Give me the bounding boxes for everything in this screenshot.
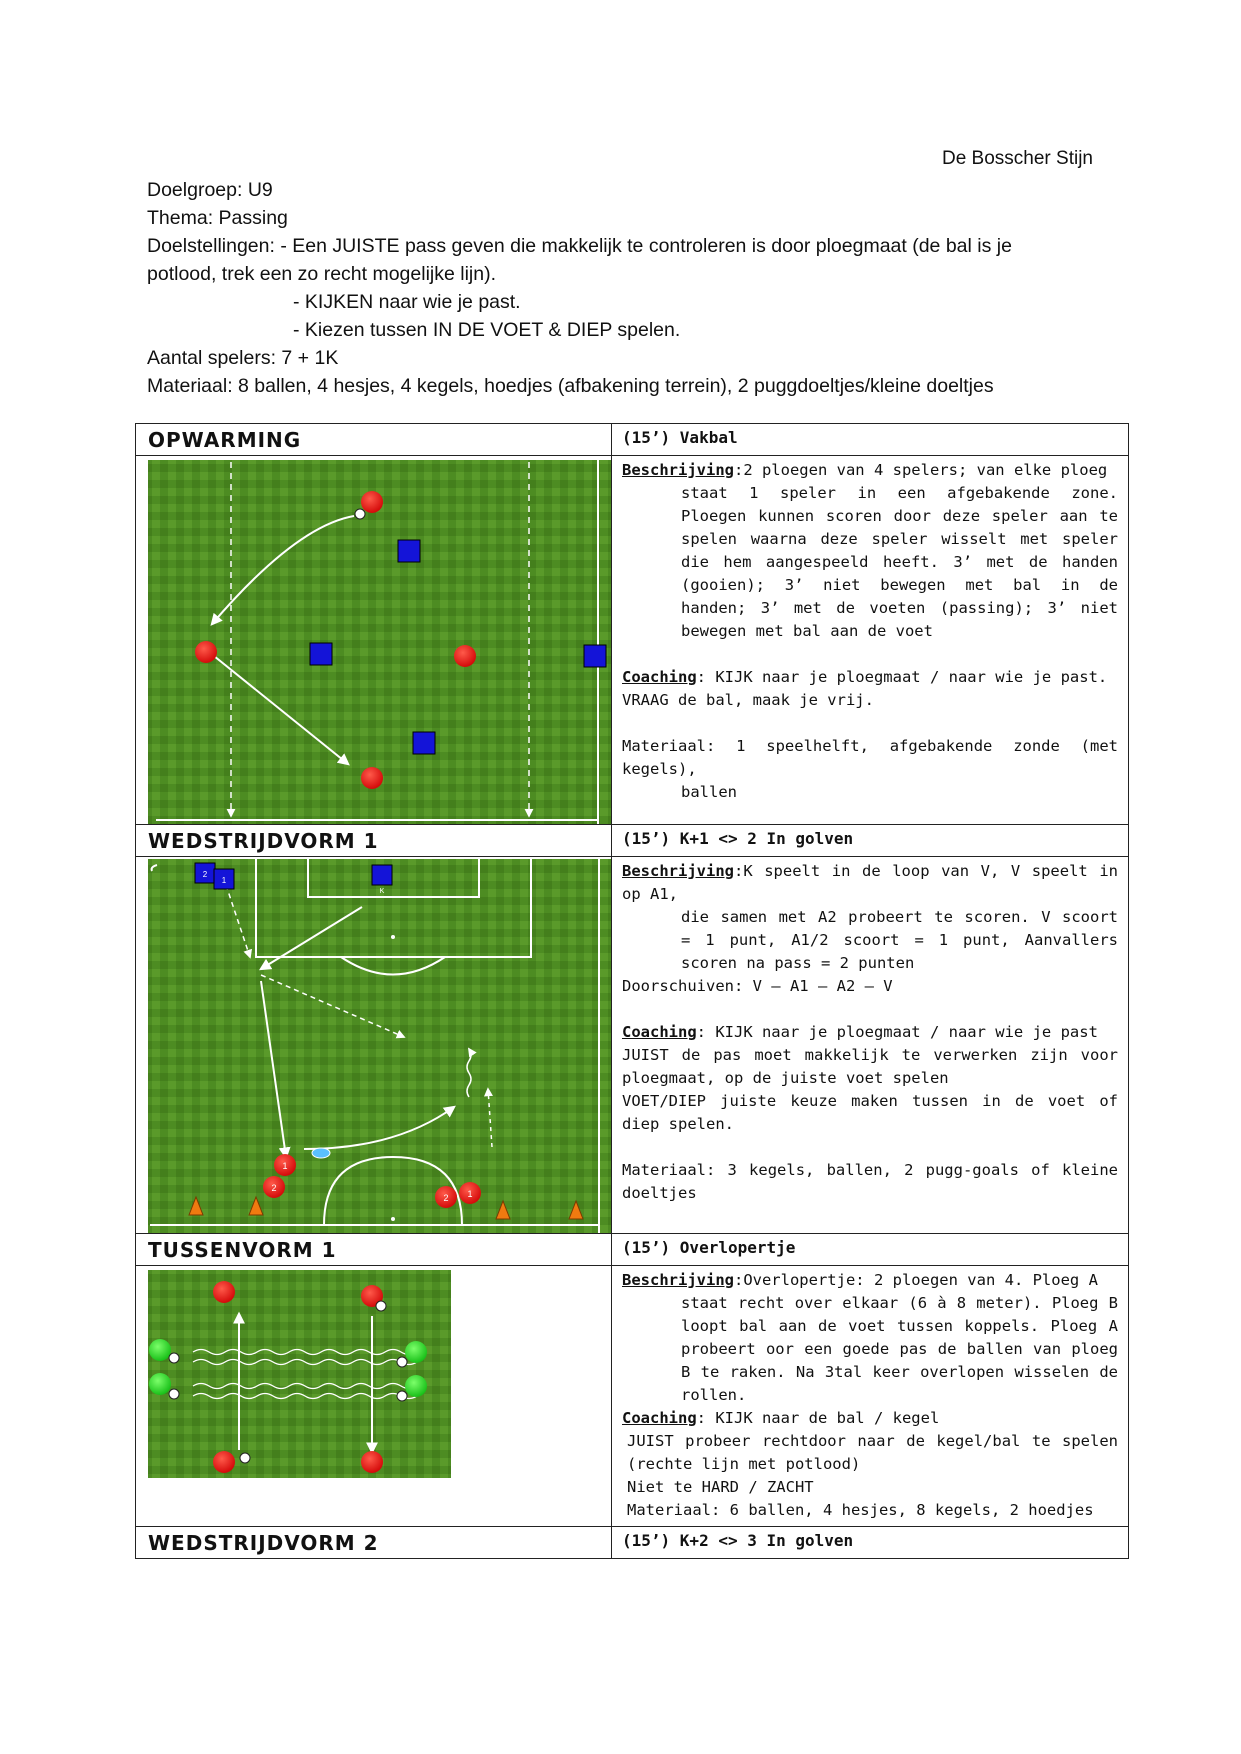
coaching-text: VRAAG de bal, maak je vrij. bbox=[622, 691, 874, 709]
section-tussenvorm1-header: TUSSENVORM 1 (15’) Overlopertje bbox=[135, 1233, 1129, 1266]
section-wedstrijdvorm1-header: WEDSTRIJDVORM 1 (15’) K+1 <> 2 In golven bbox=[135, 824, 1129, 857]
coaching-text: JUIST probeer rechtdoor naar de kegel/ba… bbox=[627, 1432, 1118, 1473]
player-blue bbox=[412, 731, 436, 755]
coaching-text: Niet te HARD / ZACHT bbox=[627, 1478, 814, 1496]
section-wedstrijdvorm2-header: WEDSTRIJDVORM 2 (15’) K+2 <> 3 In golven bbox=[135, 1526, 1129, 1559]
player-green bbox=[405, 1341, 427, 1363]
ball-icon bbox=[375, 1300, 387, 1312]
label-coaching: Coaching bbox=[622, 1409, 697, 1427]
section-time: (15’) K+2 <> 3 In golven bbox=[622, 1531, 854, 1550]
coaching-text: VOET/DIEP juiste keuze maken tussen in d… bbox=[622, 1092, 1118, 1133]
cone-icon bbox=[495, 1199, 511, 1220]
player-red bbox=[435, 1186, 457, 1208]
player-red bbox=[459, 1182, 481, 1204]
player-blue bbox=[397, 539, 421, 563]
section-title: WEDSTRIJDVORM 2 bbox=[148, 1531, 379, 1555]
player-red bbox=[263, 1176, 285, 1198]
wedstrijdvorm1-diagram: 2 1 K 1 2 2 1 bbox=[148, 859, 611, 1233]
tussenvorm1-diagram bbox=[148, 1270, 451, 1478]
ball-icon bbox=[168, 1352, 180, 1364]
wedstrijdvorm1-text: Beschrijving:K speelt in de loop van V, … bbox=[612, 857, 1128, 1209]
section-tussenvorm1-body: Beschrijving:Overlopertje: 2 ploegen van… bbox=[135, 1265, 1129, 1527]
goalkeeper-label: K bbox=[380, 888, 385, 895]
beschrijving-text: staat 1 speler in een afgebakende zone. … bbox=[681, 484, 1118, 640]
section-time: (15’) Overlopertje bbox=[622, 1238, 796, 1257]
player-red bbox=[274, 1154, 296, 1176]
player-green bbox=[405, 1375, 427, 1397]
player-green bbox=[149, 1339, 171, 1361]
player-blue bbox=[583, 644, 607, 668]
cone-icon bbox=[568, 1199, 584, 1220]
section-time: (15’) K+1 <> 2 In golven bbox=[622, 829, 854, 848]
author-name: De Bosscher Stijn bbox=[941, 148, 1093, 169]
doelstellingen-line-2: potlood, trek een zo recht mogelijke lij… bbox=[147, 263, 497, 285]
beschrijving-text: die samen met A2 probeert te scoren. V s… bbox=[681, 908, 1118, 972]
player-red bbox=[213, 1451, 235, 1473]
materiaal-text: Materiaal: 3 kegels, ballen, 2 pugg-goal… bbox=[622, 1161, 1118, 1202]
materiaal-text: Materiaal: 6 ballen, 4 hesjes, 8 kegels,… bbox=[627, 1501, 1094, 1519]
opwarming-text: Beschrijving:2 ploegen van 4 spelers; va… bbox=[622, 461, 1118, 801]
label-coaching: Coaching bbox=[622, 668, 697, 686]
doelstellingen-line-4: - Kiezen tussen IN DE VOET & DIEP spelen… bbox=[293, 319, 681, 341]
svg-text:1: 1 bbox=[282, 1161, 287, 1171]
player-red bbox=[361, 767, 383, 789]
label-beschrijving: Beschrijving bbox=[622, 862, 734, 880]
doorschuiven-text: Doorschuiven: V – A1 – A2 – V bbox=[622, 977, 893, 995]
player-blue bbox=[309, 642, 333, 666]
coaching-text: JUIST de pas moet makkelijk te verwerken… bbox=[622, 1046, 1118, 1087]
thema: Thema: Passing bbox=[147, 207, 288, 229]
svg-text:1: 1 bbox=[467, 1189, 472, 1199]
svg-text:2: 2 bbox=[271, 1183, 276, 1193]
player-red bbox=[454, 645, 476, 667]
doelgroep: Doelgroep: U9 bbox=[147, 179, 273, 201]
label-beschrijving: Beschrijving bbox=[622, 1271, 734, 1289]
player-red bbox=[361, 1285, 383, 1307]
cone-icon bbox=[248, 1195, 264, 1216]
tussenvorm1-text: Beschrijving:Overlopertje: 2 ploegen van… bbox=[612, 1266, 1128, 1526]
svg-text:2: 2 bbox=[443, 1193, 448, 1203]
player-label: 2 bbox=[203, 870, 208, 879]
player-blue bbox=[213, 868, 235, 890]
ball-icon bbox=[396, 1356, 408, 1368]
section-opwarming-body: Beschrijving:2 ploegen van 4 spelers; va… bbox=[135, 455, 1129, 825]
ball-icon bbox=[311, 1147, 331, 1159]
goalkeeper-blue bbox=[371, 864, 393, 886]
materiaal: Materiaal: 8 ballen, 4 hesjes, 4 kegels,… bbox=[147, 375, 994, 397]
beschrijving-text: staat recht over elkaar (6 à 8 meter). P… bbox=[681, 1294, 1118, 1404]
section-title: TUSSENVORM 1 bbox=[148, 1238, 337, 1262]
ball-icon bbox=[396, 1390, 408, 1402]
section-wedstrijdvorm1-body: 2 1 K 1 2 2 1 Beschri bbox=[135, 856, 1129, 1234]
ball-icon bbox=[239, 1452, 251, 1464]
section-time: (15’) Vakbal bbox=[622, 428, 738, 447]
player-green bbox=[149, 1373, 171, 1395]
player-red bbox=[213, 1281, 235, 1303]
section-title: WEDSTRIJDVORM 1 bbox=[148, 829, 379, 853]
section-opwarming-header: OPWARMING (15’) Vakbal bbox=[135, 423, 1129, 456]
training-plan-table: OPWARMING (15’) Vakbal bbox=[135, 423, 1129, 1559]
player-red bbox=[195, 641, 217, 663]
doelstellingen-line-3: - KIJKEN naar wie je past. bbox=[293, 291, 521, 313]
cone-icon bbox=[188, 1195, 204, 1216]
label-beschrijving: Beschrijving bbox=[622, 461, 734, 479]
aantal-spelers: Aantal spelers: 7 + 1K bbox=[147, 347, 339, 369]
ball-icon bbox=[354, 508, 366, 520]
section-title: OPWARMING bbox=[148, 428, 302, 452]
header: Doelgroep: U9 Thema: Passing Doelstellin… bbox=[147, 176, 1097, 400]
label-coaching: Coaching bbox=[622, 1023, 697, 1041]
player-label: 1 bbox=[222, 876, 227, 885]
doelstellingen-line-1: Doelstellingen: - Een JUISTE pass geven … bbox=[147, 235, 1012, 257]
player-red bbox=[361, 491, 383, 513]
player-red bbox=[361, 1451, 383, 1473]
opwarming-diagram bbox=[148, 460, 611, 824]
ball-icon bbox=[168, 1388, 180, 1400]
materiaal-text: Materiaal: 1 speelhelft, afgebakende zon… bbox=[622, 737, 1118, 778]
